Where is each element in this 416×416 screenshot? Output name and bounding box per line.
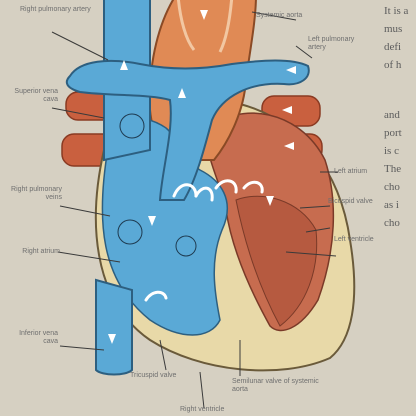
label-superior-vena-cava: Superior vena cava xyxy=(14,88,58,103)
side-text-12: cho xyxy=(384,217,400,229)
label-tricuspid-valve: Tricuspid valve xyxy=(130,372,177,379)
label-left-atrium: Left atrium xyxy=(334,168,368,175)
side-text-9: The xyxy=(384,163,402,175)
label-leader-lines xyxy=(51,11,338,409)
label-inferior-vena-cava: Inferior vena cava xyxy=(19,330,58,345)
aorta-highlight xyxy=(177,0,196,51)
left-ventricle-shape xyxy=(235,195,318,327)
pulmonary-artery-shape xyxy=(65,59,310,201)
aorta-highlight-2 xyxy=(218,0,234,53)
label-right-pulmonary-veins: Right pulmonary veins xyxy=(11,186,62,201)
label-right-ventricle: Right ventricle xyxy=(180,406,225,413)
label-right-pulmonary-artery: Right pulmonary artery xyxy=(20,6,91,13)
side-text-7: port xyxy=(384,127,402,139)
label-bicuspid-valve: Bicuspid valve xyxy=(328,198,373,205)
side-text-11: as i xyxy=(384,199,399,211)
side-text-10: cho xyxy=(384,181,400,193)
label-right-atrium: Right atrium xyxy=(22,248,60,255)
valve-outlines xyxy=(117,113,197,257)
valve-details xyxy=(144,179,264,302)
side-text-2: mus xyxy=(384,23,403,35)
flow-arrows xyxy=(108,10,296,344)
label-left-ventricle: Left ventricle xyxy=(334,236,374,243)
label-left-pulmonary-artery: Left pulmonary artery xyxy=(308,36,355,51)
side-text-1: It is a xyxy=(384,5,409,17)
label-systemic-aorta: Systemic aorta xyxy=(256,12,303,19)
inferior-vena-cava-shape xyxy=(95,278,133,376)
side-text-4: of h xyxy=(384,59,402,71)
side-text-6: and xyxy=(384,109,400,121)
label-semilunar-valve: Semilunar valve of systemic aorta xyxy=(232,378,319,393)
side-text-8: is c xyxy=(384,145,399,157)
side-text-3: defi xyxy=(384,41,402,53)
